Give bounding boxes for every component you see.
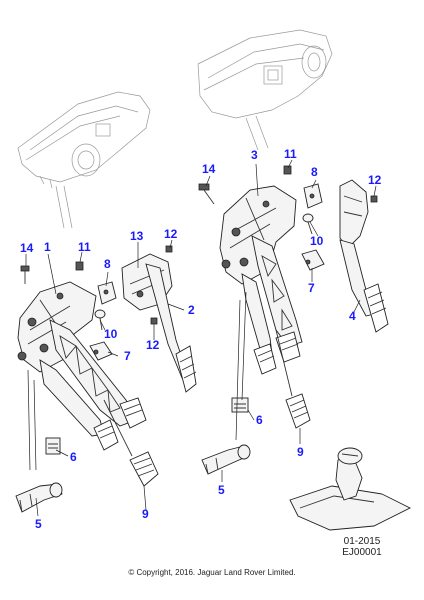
callout-5-left: 5 — [35, 517, 42, 531]
reference-block: 01-2015 EJ00001 — [330, 536, 394, 558]
cylinder-5-right — [201, 444, 251, 475]
callout-6-right: 6 — [256, 413, 263, 427]
callout-10-left: 10 — [104, 327, 118, 341]
callout-11-right: 11 — [284, 147, 297, 161]
dashboard-outline-right — [197, 29, 333, 151]
dashboard-outline-left — [17, 91, 151, 229]
callout-8-left: 8 — [104, 257, 111, 271]
gear-selector — [289, 447, 412, 531]
pedal-box-right — [219, 185, 311, 429]
callout-9-right: 9 — [297, 445, 304, 459]
callout-4: 4 — [349, 309, 356, 323]
callout-labels: 1 2 3 4 5 5 6 6 7 7 8 8 9 9 10 10 11 11 … — [20, 147, 382, 531]
callout-1: 1 — [44, 240, 51, 254]
clip-11-right — [283, 165, 292, 175]
switch-7-left — [89, 341, 113, 361]
callout-8-right: 8 — [311, 165, 318, 179]
clip-11-left — [75, 261, 84, 271]
reference-date: 01-2015 — [343, 536, 381, 547]
switch-6-left — [45, 437, 61, 455]
callout-7-right: 7 — [308, 281, 315, 295]
bolt-14-right — [198, 183, 215, 205]
callout-12-mid: 12 — [164, 227, 178, 241]
switch-6-right — [231, 397, 249, 413]
pedal-box-left — [17, 281, 159, 487]
sensor-8-right — [303, 183, 323, 209]
callout-14-left: 14 — [20, 241, 34, 255]
reference-code: EJ00001 — [342, 547, 382, 558]
copyright-notice: © Copyright, 2016. Jaguar Land Rover Lim… — [128, 568, 296, 577]
callout-10-right: 10 — [310, 234, 324, 248]
callout-9-left: 9 — [142, 507, 149, 521]
callout-14-right: 14 — [202, 162, 216, 176]
pedal-2-assembly — [121, 245, 197, 393]
cylinder-5-left — [15, 482, 63, 513]
callout-13: 13 — [130, 229, 144, 243]
callout-12-upper-right: 12 — [368, 173, 382, 187]
sensor-8-left — [97, 281, 117, 305]
bolt-14-left — [20, 265, 30, 284]
callout-3: 3 — [251, 148, 258, 162]
pin-10-right — [302, 213, 314, 235]
callout-5-right: 5 — [218, 483, 225, 497]
callout-12-lower: 12 — [146, 338, 160, 352]
callout-6-left: 6 — [70, 450, 77, 464]
leader-lines — [25, 159, 377, 517]
switch-7-right — [301, 249, 325, 271]
callout-2: 2 — [188, 303, 195, 317]
callout-7-left: 7 — [124, 349, 131, 363]
callout-11-left: 11 — [78, 240, 91, 254]
pedal-4-assembly — [339, 179, 389, 333]
